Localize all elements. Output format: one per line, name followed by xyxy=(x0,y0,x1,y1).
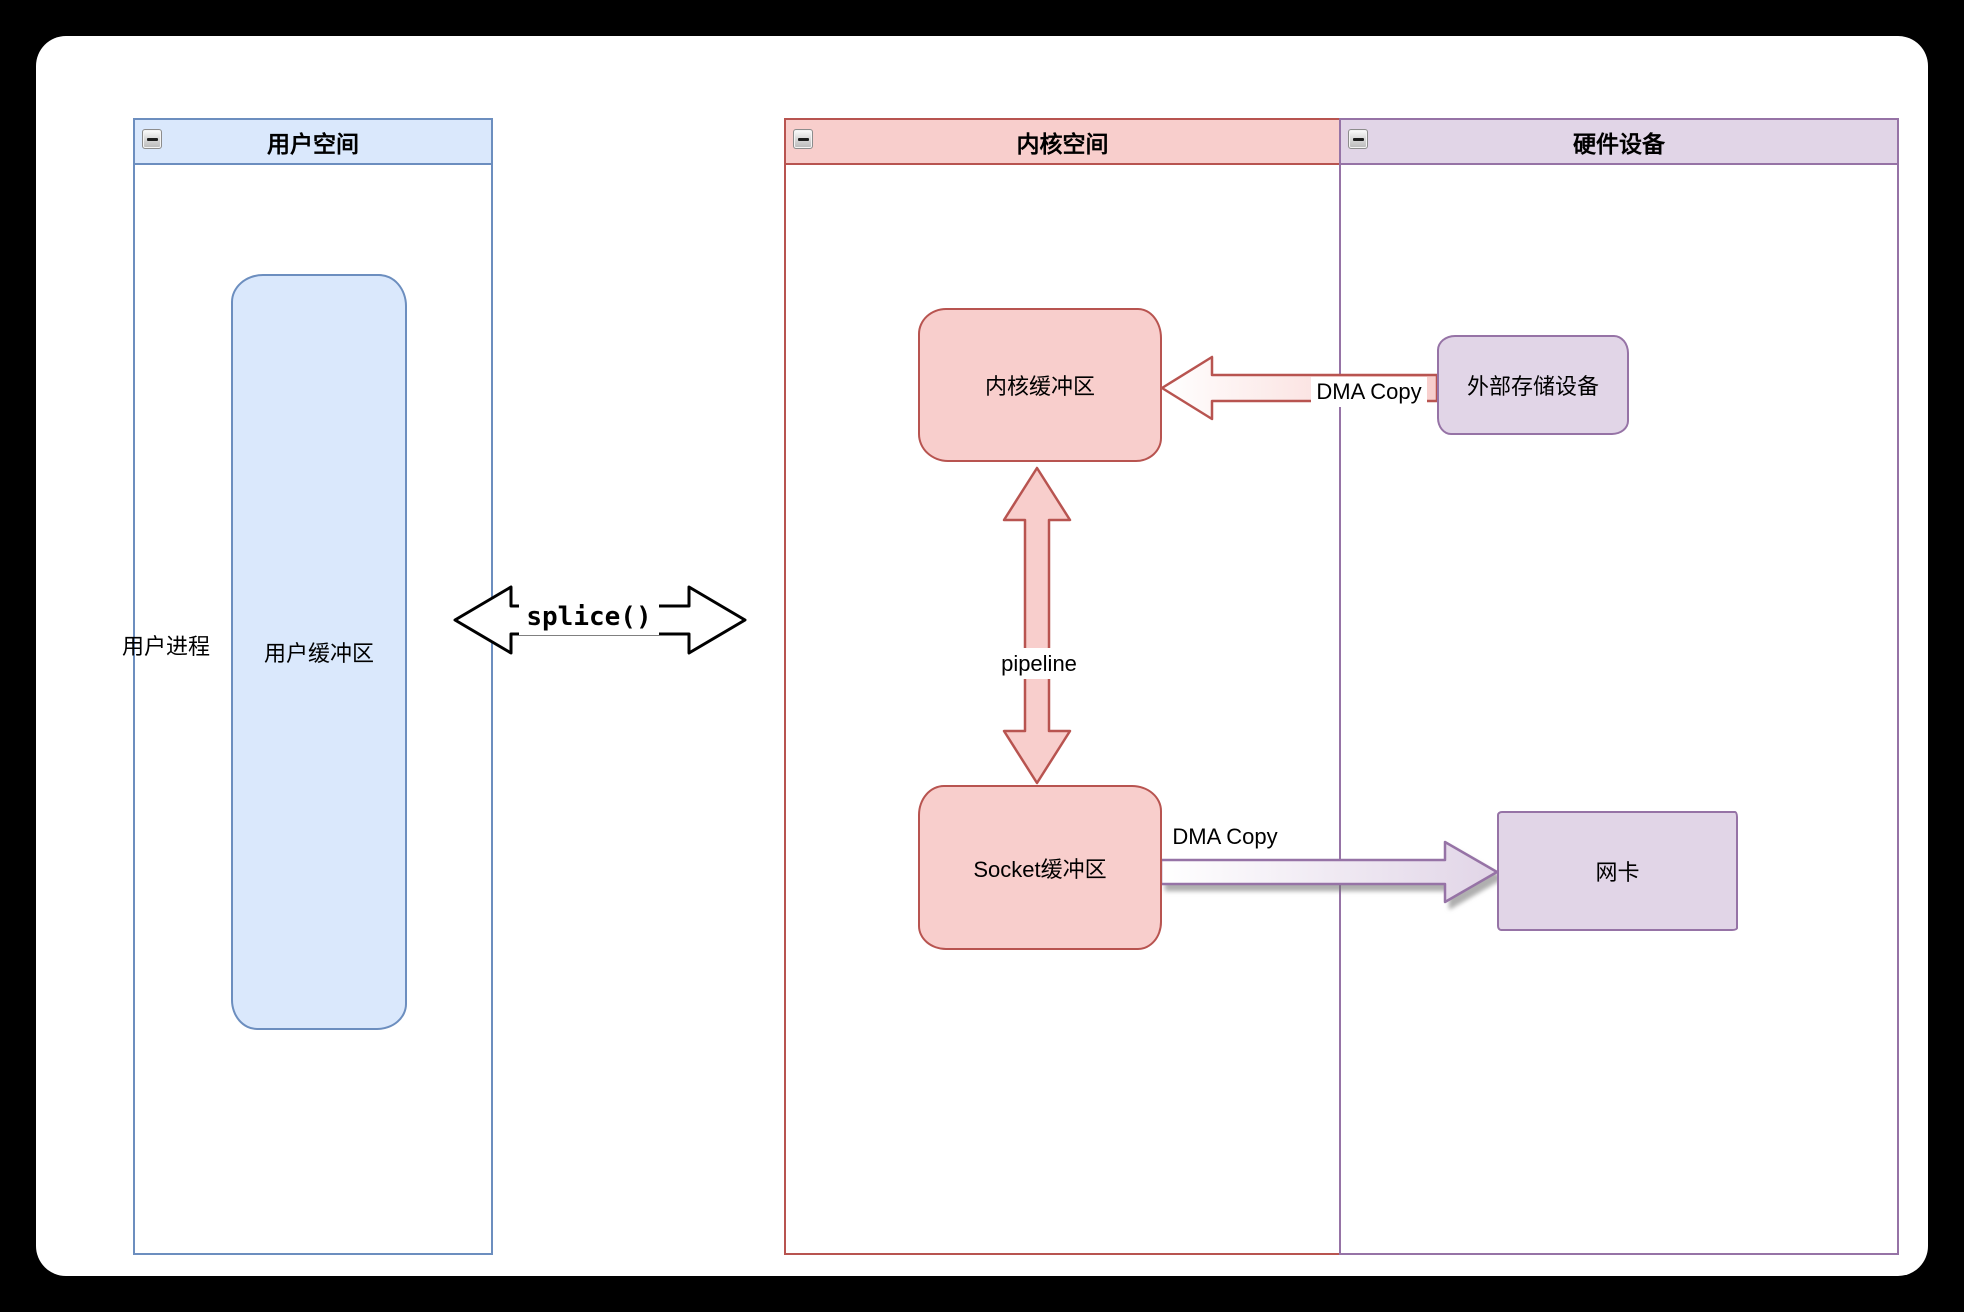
user-process-label: 用户进程 xyxy=(121,634,210,659)
container-kernel-space-header: 内核空间 xyxy=(786,120,1339,165)
socket-buffer-node: Socket缓冲区 xyxy=(918,785,1162,950)
container-title: 硬件设备 xyxy=(1573,130,1665,157)
container-user-space-header: 用户空间 xyxy=(135,120,491,165)
nic-node: 网卡 xyxy=(1497,811,1738,931)
kernel-buffer-node: 内核缓冲区 xyxy=(918,308,1162,462)
splice-arrow-label: splice() xyxy=(519,599,659,635)
container-hardware: 硬件设备 xyxy=(1339,118,1899,1255)
user-buffer-node: 用户缓冲区 xyxy=(231,274,407,1030)
container-hardware-header: 硬件设备 xyxy=(1341,120,1897,165)
container-kernel-space: 内核空间 xyxy=(784,118,1341,1255)
collapse-icon[interactable] xyxy=(1348,129,1368,149)
node-label: 外部存储设备 xyxy=(1466,374,1599,399)
dma-copy-bottom-label: DMA Copy xyxy=(1172,824,1278,849)
diagram-card: 用户空间 内核空间 硬件设备 xyxy=(36,36,1928,1276)
minus-icon xyxy=(146,137,158,141)
minus-icon xyxy=(1352,137,1364,141)
collapse-icon[interactable] xyxy=(142,129,162,149)
pipeline-arrow-label: pipeline xyxy=(986,648,1092,679)
node-label: 内核缓冲区 xyxy=(984,374,1095,399)
node-label: Socket缓冲区 xyxy=(973,856,1107,882)
minus-icon xyxy=(797,137,809,141)
dma-copy-top-label: DMA Copy xyxy=(1311,377,1427,407)
container-title: 内核空间 xyxy=(1016,130,1109,157)
container-title: 用户空间 xyxy=(267,130,359,157)
node-label: 用户缓冲区 xyxy=(263,641,374,666)
node-label: 网卡 xyxy=(1595,860,1640,885)
collapse-icon[interactable] xyxy=(793,129,813,149)
external-storage-node: 外部存储设备 xyxy=(1437,335,1629,435)
